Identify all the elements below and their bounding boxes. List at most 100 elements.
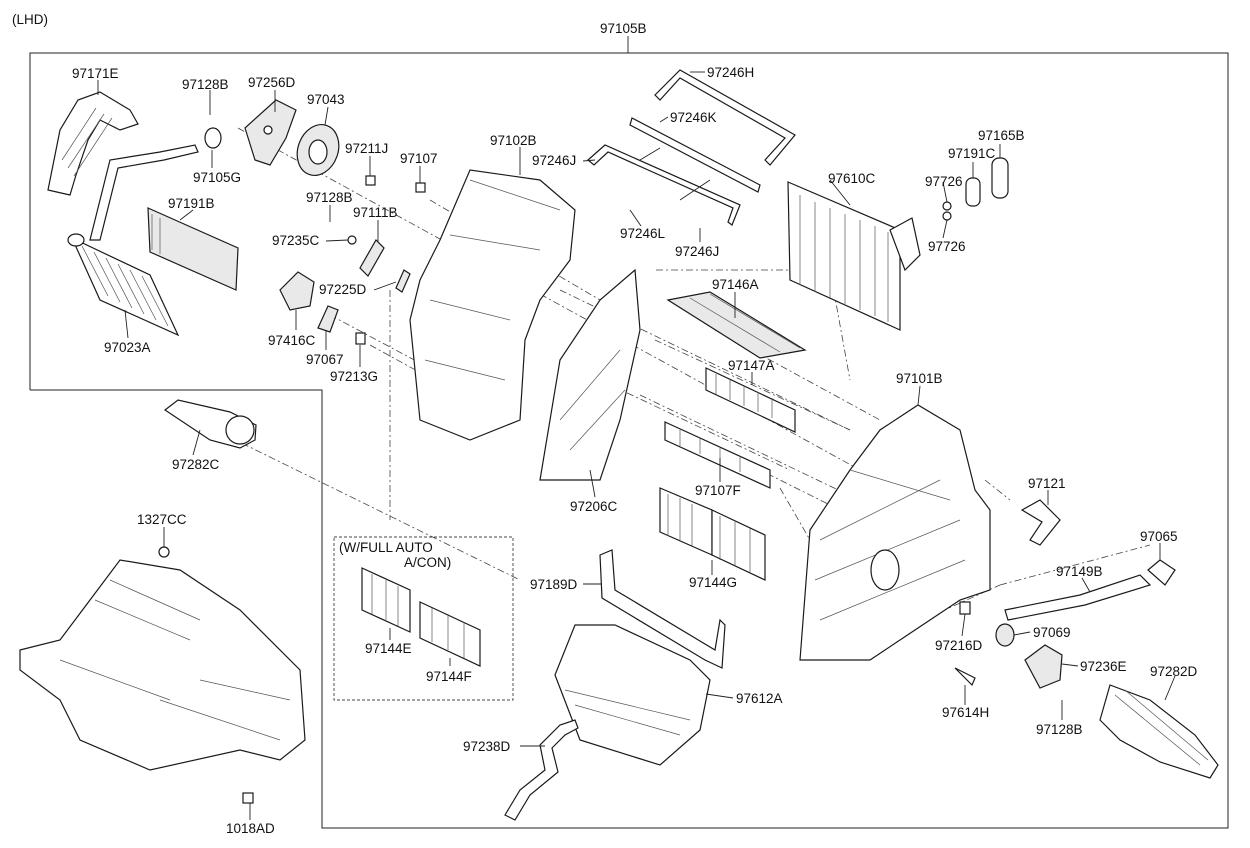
label-97101B: 97101B xyxy=(896,371,943,386)
label-97614H: 97614H xyxy=(942,705,989,720)
seal-97191B xyxy=(147,207,239,291)
bracket-97189D xyxy=(599,549,726,669)
label-97121: 97121 xyxy=(1028,476,1066,491)
duct-pipe-97171E xyxy=(47,91,139,196)
nut-1327CC xyxy=(158,546,170,558)
washer-97235C xyxy=(347,235,357,245)
heater-pipe xyxy=(89,144,199,241)
clip-97067 xyxy=(317,305,339,333)
pipe-97121 xyxy=(1020,499,1061,546)
label-97246J-a: 97246J xyxy=(532,153,576,168)
label-97246K: 97246K xyxy=(670,110,717,125)
label-97144E: 97144E xyxy=(365,641,412,656)
label-97236E: 97236E xyxy=(1080,659,1127,674)
label-97147A: 97147A xyxy=(728,358,775,373)
label-97610C: 97610C xyxy=(828,171,876,186)
label-97144G: 97144G xyxy=(689,575,737,590)
label-97282D: 97282D xyxy=(1150,664,1198,679)
upper-case-97102B xyxy=(409,169,576,441)
label-97105G: 97105G xyxy=(193,170,241,185)
label-97238D: 97238D xyxy=(463,739,511,754)
assembly-label: 97105B xyxy=(600,21,647,36)
duct-97282D xyxy=(1099,684,1219,779)
label-97726-a: 97726 xyxy=(925,174,963,189)
o-ring-97726-b xyxy=(942,211,952,221)
label-1018AD: 1018AD xyxy=(226,821,275,836)
label-97023A: 97023A xyxy=(104,340,151,355)
label-97282C: 97282C xyxy=(172,457,220,472)
assembly-frame xyxy=(29,36,1229,829)
grommet-97216D xyxy=(959,601,971,615)
label-97211J: 97211J xyxy=(345,141,388,156)
sensor-97614H xyxy=(954,667,976,687)
sensor-97069 xyxy=(995,623,1015,647)
label-97246J-b: 97246J xyxy=(675,244,719,259)
label-97191B: 97191B xyxy=(168,196,215,211)
seal-set-97246 xyxy=(587,69,796,226)
label-97246H: 97246H xyxy=(707,65,754,80)
clip-97211J xyxy=(365,175,376,186)
duct-97282C xyxy=(163,399,257,449)
label-97235C: 97235C xyxy=(272,233,320,248)
door-97107F xyxy=(664,421,771,489)
label-97726-b: 97726 xyxy=(928,239,966,254)
bolt-1018AD xyxy=(242,792,254,804)
label-97191C: 97191C xyxy=(948,146,996,161)
drain-hose-97238D xyxy=(504,719,579,821)
pin-97213G xyxy=(355,332,366,345)
label-97216D: 97216D xyxy=(935,638,983,653)
door-97147A xyxy=(705,367,796,433)
lower-case-97612A xyxy=(554,624,711,766)
grommet-97105G xyxy=(204,127,222,149)
actuator-97236E xyxy=(1024,644,1063,689)
label-97065: 97065 xyxy=(1140,529,1178,544)
o-ring-97726-a xyxy=(942,201,952,211)
label-97102B: 97102B xyxy=(490,133,537,148)
mid-case-97206C xyxy=(539,268,641,481)
option-note-line2: A/CON) xyxy=(404,555,451,570)
label-97612A: 97612A xyxy=(736,691,783,706)
label-97171E: 97171E xyxy=(72,66,119,81)
actuator-97256D xyxy=(244,99,297,166)
filter-97144G xyxy=(659,487,766,581)
label-97128B-a: 97128B xyxy=(182,77,229,92)
label-97256D: 97256D xyxy=(248,75,296,90)
label-97246L: 97246L xyxy=(620,226,666,241)
clip-97107 xyxy=(415,182,426,193)
label-97213G: 97213G xyxy=(330,369,378,384)
evaporator-97610C xyxy=(787,181,921,331)
label-97067: 97067 xyxy=(306,352,344,367)
label-97225D: 97225D xyxy=(319,282,367,297)
filter-97144E xyxy=(361,567,411,633)
label-97111B: 97111B xyxy=(353,205,398,220)
variant-label: (LHD) xyxy=(12,12,48,27)
grommet-97191C xyxy=(965,177,981,207)
label-97107F: 97107F xyxy=(695,483,741,498)
label-97149B: 97149B xyxy=(1056,564,1103,579)
lever-97111B xyxy=(359,239,385,277)
label-97146A: 97146A xyxy=(712,277,759,292)
label-97189D: 97189D xyxy=(530,577,578,592)
label-97416C: 97416C xyxy=(268,333,316,348)
label-97107: 97107 xyxy=(400,151,438,166)
hose-97149B xyxy=(1004,574,1152,621)
motor-97043 xyxy=(296,124,340,176)
leader-lines xyxy=(97,71,1176,820)
heater-core-97023A xyxy=(67,233,180,337)
door-97146A xyxy=(666,291,807,359)
part-labels: (LHD) 97105B (W/FULL AUTO A/CON) 97171E … xyxy=(12,12,1198,836)
label-97043: 97043 xyxy=(307,92,345,107)
label-1327CC: 1327CC xyxy=(137,512,187,527)
label-97206C: 97206C xyxy=(570,499,618,514)
filter-97144F xyxy=(419,601,481,667)
fitting-97065 xyxy=(1147,559,1176,586)
main-case-97101B xyxy=(799,404,991,661)
label-97069: 97069 xyxy=(1033,625,1071,640)
assembled-unit-view xyxy=(19,546,306,804)
full-auto-option-box xyxy=(333,536,514,701)
label-97165B: 97165B xyxy=(978,128,1025,143)
option-note-line1: (W/FULL AUTO xyxy=(339,540,433,555)
label-97128B-b: 97128B xyxy=(306,190,353,205)
link-97225D xyxy=(395,269,411,293)
